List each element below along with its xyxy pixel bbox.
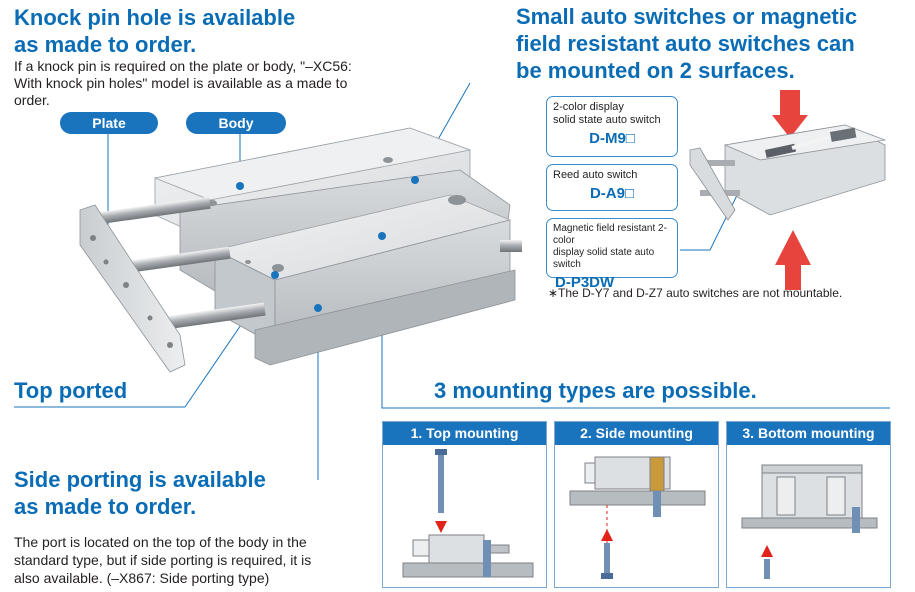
knock-pin-desc-line1: If a knock pin is required on the plate … xyxy=(14,58,352,74)
switch-box-d-p3dw: Magnetic field resistant 2-color display… xyxy=(546,218,678,291)
side-porting-title-line2: as made to order. xyxy=(14,494,197,519)
mounting-top-label: 1. Top mounting xyxy=(383,422,546,445)
switch-d-m9-desc-line1: 2-color display xyxy=(553,101,624,113)
knock-pin-desc-line3: order. xyxy=(14,92,50,108)
body-label: Body xyxy=(186,112,286,134)
knock-pin-title: Knock pin hole is available as made to o… xyxy=(14,4,295,58)
knock-pin-title-line2: as made to order. xyxy=(14,32,197,57)
switch-box-d-m9: 2-color display solid state auto switch … xyxy=(546,96,678,157)
side-porting-desc-line2: standard type, but if side porting is re… xyxy=(14,552,312,568)
switch-d-p3dw-model: D-P3DW xyxy=(555,274,615,291)
switch-d-a9-desc-line1: Reed auto switch xyxy=(553,169,638,181)
top-ported-title: Top ported xyxy=(14,378,128,403)
knock-pin-desc-line2: With knock pin holes" model is available… xyxy=(14,75,348,91)
mounting-title: 3 mounting types are possible. xyxy=(434,378,757,403)
side-porting-desc-line1: The port is located on the top of the bo… xyxy=(14,534,307,550)
mounting-panel-side: 2. Side mounting xyxy=(554,421,719,588)
switch-d-m9-desc-line2: solid state auto switch xyxy=(553,114,661,126)
switch-d-p3dw-desc-line1: Magnetic field resistant 2-color xyxy=(553,223,667,246)
auto-switch-title-line3: be mounted on 2 surfaces. xyxy=(516,58,795,83)
top-mounting-diagram xyxy=(402,449,534,578)
switch-d-p3dw-desc-line2: display solid state auto switch xyxy=(553,247,655,270)
side-mounting-diagram xyxy=(569,456,706,579)
plate-label: Plate xyxy=(60,112,158,134)
auto-switch-title: Small auto switches or magnetic field re… xyxy=(516,3,857,84)
auto-switch-note: ∗The D-Y7 and D-Z7 auto switches are not… xyxy=(548,286,843,300)
side-porting-desc-line3: also available. (–X867: Side porting typ… xyxy=(14,570,270,586)
knock-pin-description: If a knock pin is required on the plate … xyxy=(14,58,414,109)
switch-d-a9-model: D-A9□ xyxy=(589,185,635,202)
auto-switch-title-line2: field resistant auto switches can xyxy=(516,31,855,56)
switch-box-d-a9: Reed auto switch D-A9□ xyxy=(546,164,678,211)
knock-pin-title-line1: Knock pin hole is available xyxy=(14,5,296,30)
switch-d-m9-model: D-M9□ xyxy=(589,130,635,147)
auto-switch-illustration xyxy=(680,90,887,290)
side-porting-description: The port is located on the top of the bo… xyxy=(14,533,374,587)
mounting-side-label: 2. Side mounting xyxy=(555,422,718,445)
mounting-panel-bottom: 3. Bottom mounting xyxy=(726,421,891,588)
callout-dots xyxy=(104,176,419,312)
side-porting-title: Side porting is available as made to ord… xyxy=(14,466,266,520)
bottom-mounting-diagram xyxy=(741,464,878,579)
body-holes xyxy=(207,157,466,272)
side-porting-title-line1: Side porting is available xyxy=(14,467,266,492)
auto-switch-title-line1: Small auto switches or magnetic xyxy=(516,4,858,29)
mounting-bottom-label: 3. Bottom mounting xyxy=(727,422,890,445)
mounting-panel-top: 1. Top mounting xyxy=(382,421,547,588)
